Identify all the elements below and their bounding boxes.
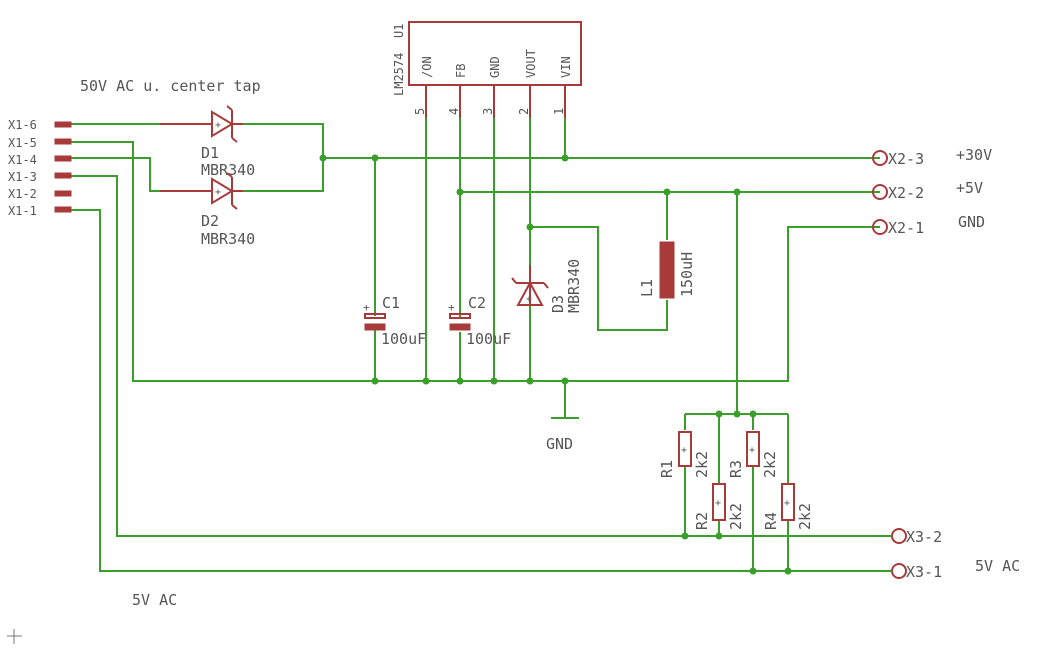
u1-pin-label: /ON (420, 56, 434, 78)
net-label-gnd: GND (958, 213, 985, 231)
x1-pin-5: X1-5 (8, 136, 72, 150)
r2-name: R2 (693, 512, 711, 530)
x1-pin-4: X1-4 (8, 153, 72, 167)
plus-marker: + (526, 294, 532, 305)
r1-name: R1 (658, 460, 676, 478)
x3-pin-label: X3-1 (906, 563, 942, 581)
u1-pin-number: 1 (552, 108, 566, 115)
d3-name: D3 (549, 295, 567, 313)
x1-pin-2: X1-2 (8, 187, 72, 201)
capacitor-c2: + C2 100uF (448, 294, 511, 348)
resistor-r3: + R3 2k2 (727, 431, 779, 478)
origin-cross (7, 629, 22, 644)
x2-pin-label: X2-1 (888, 219, 924, 237)
x1-pin-3: X1-3 (8, 170, 72, 184)
net-label-30v: +30V (956, 146, 992, 164)
diode-d2: + D2 MBR340 (160, 172, 255, 248)
u1-pin-label: GND (488, 56, 502, 78)
c1-name: C1 (382, 294, 400, 312)
d1-value: MBR340 (201, 161, 255, 179)
gnd-label: GND (546, 435, 573, 453)
d2-value: MBR340 (201, 230, 255, 248)
d3-value: MBR340 (565, 259, 583, 313)
c2-value: 100uF (466, 330, 511, 348)
r4-value: 2k2 (796, 503, 814, 530)
u1-pin-number: 4 (447, 108, 461, 115)
x1-label: X1-2 (8, 187, 37, 201)
plus-marker: + (784, 498, 790, 509)
x1-label: X1-4 (8, 153, 37, 167)
plus-marker: + (681, 445, 687, 456)
r1-value: 2k2 (693, 451, 711, 478)
d2-name: D2 (201, 212, 219, 230)
junctions (319, 154, 792, 575)
wires (70, 85, 880, 572)
diode-d3: + D3 MBR340 (511, 259, 583, 313)
x1-pin-1: X1-1 (8, 204, 72, 218)
note-5v-ac-output: 5V AC (975, 557, 1020, 575)
u1-value: LM2574 (392, 53, 406, 96)
x1-label: X1-6 (8, 118, 37, 132)
inductor-l1: L1 150uH (638, 241, 696, 299)
plus-marker: + (215, 187, 221, 198)
u1-pin-number: 2 (517, 108, 531, 115)
c1-value: 100uF (381, 330, 426, 348)
net-label-5v: +5V (956, 179, 983, 197)
plus-marker: + (715, 498, 721, 509)
u1-pin-label: VOUT (524, 49, 538, 78)
u1-name: U1 (392, 24, 406, 38)
resistor-r1: + R1 2k2 (658, 431, 711, 478)
plus-marker: + (363, 301, 370, 314)
u1-pin-label: VIN (559, 56, 573, 78)
resistor-r4: + R4 2k2 (762, 483, 814, 530)
l1-value: 150uH (678, 252, 696, 297)
d1-name: D1 (201, 144, 219, 162)
u1-pin-label: FB (454, 64, 468, 78)
connector-x3: X3-2 X3-1 (880, 528, 942, 581)
x1-label: X1-3 (8, 170, 37, 184)
note-input-ac: 50V AC u. center tap (80, 77, 261, 95)
x1-label: X1-5 (8, 136, 37, 150)
u1-pin-number: 5 (413, 108, 427, 115)
c2-name: C2 (468, 294, 486, 312)
connector-x2: X2-3 X2-2 X2-1 +30V +5V GND (872, 146, 992, 237)
x2-pin-label: X2-3 (888, 150, 924, 168)
connector-x1: X1-6 X1-5 X1-4 X1-3 X1-2 X1-1 (8, 118, 72, 218)
x1-pin-6: X1-6 (8, 118, 72, 132)
diode-d1: + D1 MBR340 (160, 105, 255, 179)
ic-u1: LM2574 U1 /ON FB GND VOUT VIN 5 4 3 2 1 (392, 21, 582, 118)
r2-value: 2k2 (727, 503, 745, 530)
x2-pin-label: X2-2 (888, 184, 924, 202)
u1-pin-number: 3 (481, 108, 495, 115)
r3-name: R3 (727, 460, 745, 478)
gnd-symbol: GND (546, 417, 579, 453)
x1-label: X1-1 (8, 204, 37, 218)
plus-marker: + (448, 301, 455, 314)
plus-marker: + (215, 120, 221, 131)
resistor-r2: + R2 2k2 (693, 483, 745, 530)
note-5v-ac-input: 5V AC (132, 591, 177, 609)
capacitor-c1: + C1 100uF (363, 294, 426, 348)
l1-name: L1 (638, 279, 656, 297)
plus-marker: + (749, 445, 755, 456)
r3-value: 2k2 (761, 451, 779, 478)
r4-name: R4 (762, 512, 780, 530)
x3-pin-label: X3-2 (906, 528, 942, 546)
